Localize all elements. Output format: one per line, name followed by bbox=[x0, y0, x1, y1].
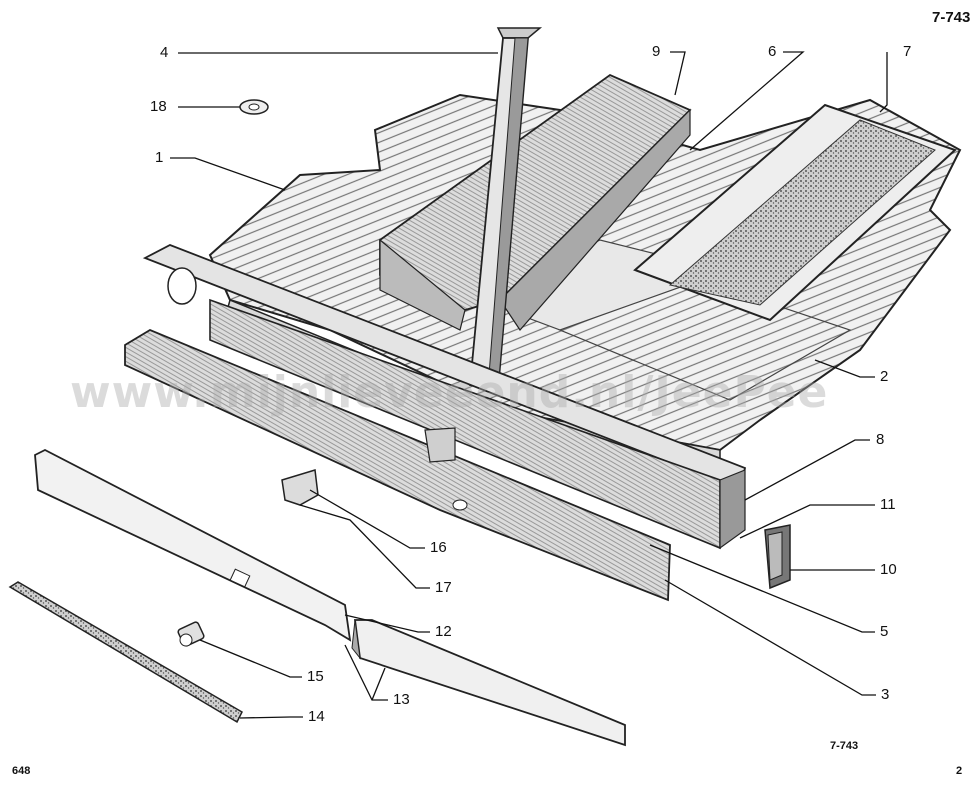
callout-6: 6 bbox=[768, 43, 777, 60]
leader-lines bbox=[170, 51, 888, 719]
seat-pad bbox=[633, 103, 957, 322]
callout-15: 15 bbox=[307, 668, 324, 685]
callout-9: 9 bbox=[652, 43, 661, 60]
watermark: www.mijnlieveeend.nl/JeePee bbox=[70, 367, 829, 418]
callout-5: 5 bbox=[880, 623, 889, 640]
rubber-pad bbox=[764, 524, 791, 590]
callout-2: 2 bbox=[880, 368, 889, 385]
clamp-ring bbox=[239, 99, 269, 115]
callout-11: 11 bbox=[880, 496, 896, 513]
callout-17: 17 bbox=[435, 579, 452, 596]
callout-10: 10 bbox=[880, 561, 897, 578]
figure-code: 7-743 bbox=[932, 9, 971, 26]
callout-16: 16 bbox=[430, 539, 447, 556]
seat-frame bbox=[379, 73, 692, 331]
callout-1: 1 bbox=[155, 149, 164, 166]
callout-4: 4 bbox=[160, 44, 169, 61]
page-number-left: 648 bbox=[12, 765, 31, 777]
callout-8: 8 bbox=[876, 431, 885, 448]
side-sill bbox=[142, 244, 747, 550]
callout-7: 7 bbox=[903, 43, 912, 60]
bump-stop bbox=[177, 621, 205, 647]
angle-bracket bbox=[351, 619, 626, 747]
page-number-right: 2 bbox=[956, 765, 963, 777]
callout-18: 18 bbox=[150, 98, 167, 115]
callout-12: 12 bbox=[435, 623, 452, 640]
crossmember bbox=[124, 328, 671, 602]
callout-3: 3 bbox=[881, 686, 890, 703]
callout-14: 14 bbox=[308, 708, 325, 725]
callout-13: 13 bbox=[393, 691, 410, 708]
long-bracket bbox=[34, 448, 352, 642]
clip bbox=[281, 469, 319, 506]
figure-code-bottom: 7-743 bbox=[830, 740, 859, 752]
seal-strip bbox=[8, 581, 243, 724]
